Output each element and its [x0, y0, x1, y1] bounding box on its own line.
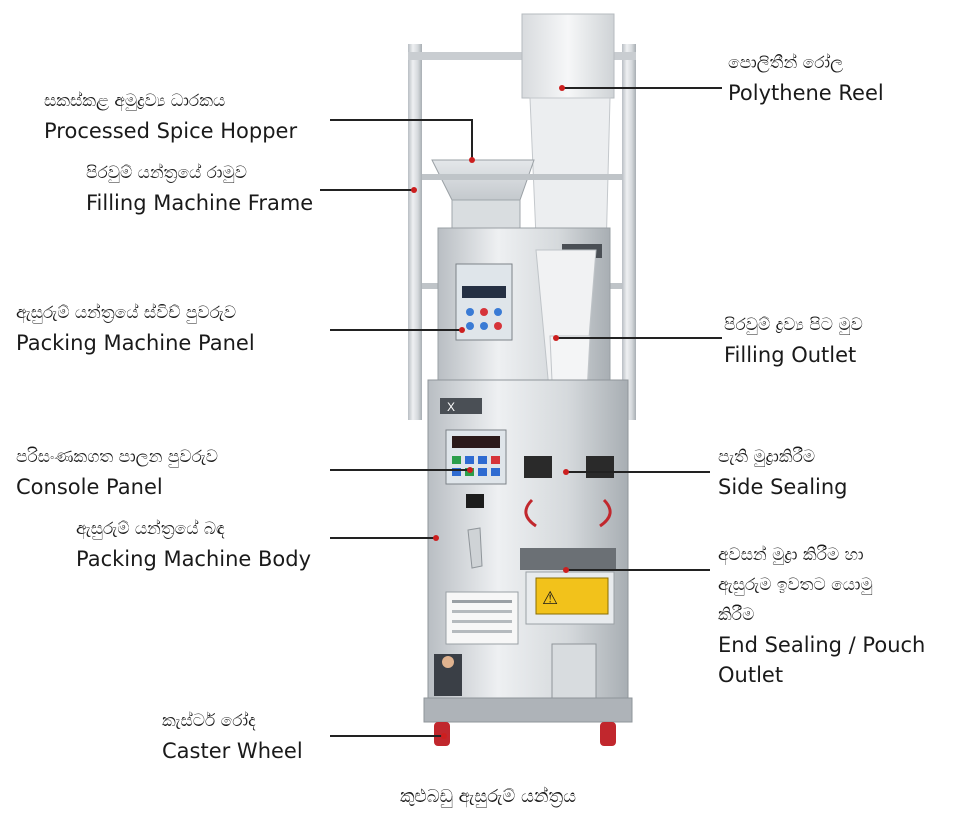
discharge-chute — [551, 643, 597, 699]
label-body-en: Packing Machine Body — [76, 547, 312, 571]
dot-frame — [411, 187, 417, 193]
body-badge — [440, 398, 482, 414]
label-console-en: Console Panel — [16, 475, 163, 499]
label-frame-si: පිරවුම් යන්ත්‍රයේ රාමුව — [86, 163, 247, 183]
label-side-sealing-si: පැති මුද්‍රාකිරීම — [718, 447, 816, 467]
label-caster: කැස්ටර් රෝද Caster Wheel — [162, 706, 303, 766]
body-badge-mark: X — [447, 400, 455, 414]
hopper-neck — [451, 199, 521, 231]
dot-reel — [559, 85, 565, 91]
label-frame-en: Filling Machine Frame — [86, 191, 314, 215]
figure-caption: කුළුබඩු ඇසුරුම් යන්ත්‍රය — [399, 786, 577, 807]
leader-lines — [320, 87, 722, 737]
console-button — [478, 468, 487, 476]
switch-button — [466, 322, 474, 330]
nameplate-line — [452, 610, 512, 613]
switch-button — [466, 308, 474, 316]
label-hopper-en: Processed Spice Hopper — [44, 119, 298, 143]
dot-hopper — [469, 157, 475, 163]
console-button — [452, 468, 461, 476]
label-reel-en: Polythene Reel — [728, 81, 884, 105]
nameplate-line — [452, 630, 512, 633]
pointer-dots — [411, 85, 569, 739]
label-hopper-si: සකස්කළ අමුද්‍රව්‍ය ධාරකය — [44, 91, 226, 111]
switch-panel-display — [462, 286, 506, 298]
nameplate-line — [452, 600, 512, 603]
seal-cable — [524, 498, 537, 528]
polythene-reel — [521, 13, 615, 99]
label-caster-si: කැස්ටර් රෝද — [162, 711, 256, 731]
label-hopper: සකස්කළ අමුද්‍රව්‍ය ධාරකය Processed Spice… — [44, 86, 297, 146]
label-body: ඇසුරුම් යන්ත්‍රයේ බඳ Packing Machine Bod… — [76, 514, 311, 574]
machine-base — [423, 697, 633, 723]
label-end-sealing-si3: කිරීම — [718, 605, 755, 625]
label-end-sealing-en2: Outlet — [718, 663, 784, 687]
label-end-sealing-si2: ඇසුරුම ඉවතට යොමු — [718, 575, 873, 595]
warning-label — [535, 577, 609, 615]
label-end-sealing: අවසන් මුද්‍රා කිරීම හා ඇසුරුම ඉවතට යොමු … — [718, 540, 925, 690]
person-sticker-head — [442, 656, 454, 668]
label-body-si: ඇසුරුම් යන්ත්‍රයේ බඳ — [76, 519, 225, 539]
label-packing-panel-en: Packing Machine Panel — [16, 331, 255, 355]
label-console: පරිසංණකගත පාලන පුවරුව Console Panel — [16, 442, 218, 502]
warning-symbol: ⚠ — [542, 588, 558, 609]
label-end-sealing-en1: End Sealing / Pouch — [718, 633, 926, 657]
power-switch — [466, 494, 484, 508]
leader-hopper — [330, 119, 473, 158]
dot-caster — [441, 733, 447, 739]
dot-side-seal — [563, 469, 569, 475]
dot-body — [433, 535, 439, 541]
dot-end-seal — [563, 567, 569, 573]
end-seal-bar — [520, 548, 616, 570]
label-outlet: පිරවුම් ද්‍රව්‍ය පිට මුව Filling Outlet — [724, 310, 863, 370]
console-button — [491, 456, 500, 464]
console-button — [478, 456, 487, 464]
seal-cable — [599, 498, 612, 528]
label-side-sealing-en: Side Sealing — [718, 475, 848, 499]
dot-console — [467, 467, 473, 473]
side-seal-right — [586, 456, 614, 478]
label-reel: පොලිතීන් රෝල Polythene Reel — [728, 48, 884, 108]
label-frame: පිරවුම් යන්ත්‍රයේ රාමුව Filling Machine … — [86, 158, 313, 218]
console-button — [465, 456, 474, 464]
dot-packing-panel — [459, 327, 465, 333]
frame-left-upright — [408, 44, 422, 420]
dot-outlet — [553, 335, 559, 341]
label-end-sealing-si1: අවසන් මුද්‍රා කිරීම හා — [718, 545, 864, 565]
frame-right-upright — [622, 44, 636, 420]
caster-wheel-right — [600, 722, 616, 746]
switch-button — [480, 308, 488, 316]
switch-button — [480, 322, 488, 330]
label-reel-si: පොලිතීන් රෝල — [728, 53, 844, 73]
switch-button — [494, 308, 502, 316]
label-outlet-si: පිරවුම් ද්‍රව්‍ය පිට මුව — [724, 315, 863, 335]
frame-rail — [422, 174, 622, 180]
label-packing-panel: ඇසුරුම් යන්ත්‍රයේ ස්විච් පුවරුව Packing … — [16, 298, 255, 358]
side-seal-left — [524, 456, 552, 478]
console-button — [452, 456, 461, 464]
lever — [467, 527, 483, 569]
nameplate-line — [452, 620, 512, 623]
nameplate — [445, 591, 519, 645]
label-packing-panel-si: ඇසුරුම් යන්ත්‍රයේ ස්විච් පුවරුව — [16, 303, 237, 323]
console-display — [452, 436, 500, 448]
label-console-si: පරිසංණකගත පාලන පුවරුව — [16, 447, 219, 467]
label-outlet-en: Filling Outlet — [724, 343, 857, 367]
machine-body — [427, 379, 629, 699]
switch-button — [494, 322, 502, 330]
label-side-sealing: පැති මුද්‍රාකිරීම Side Sealing — [718, 442, 848, 502]
label-caster-en: Caster Wheel — [162, 739, 303, 763]
console-button — [491, 468, 500, 476]
